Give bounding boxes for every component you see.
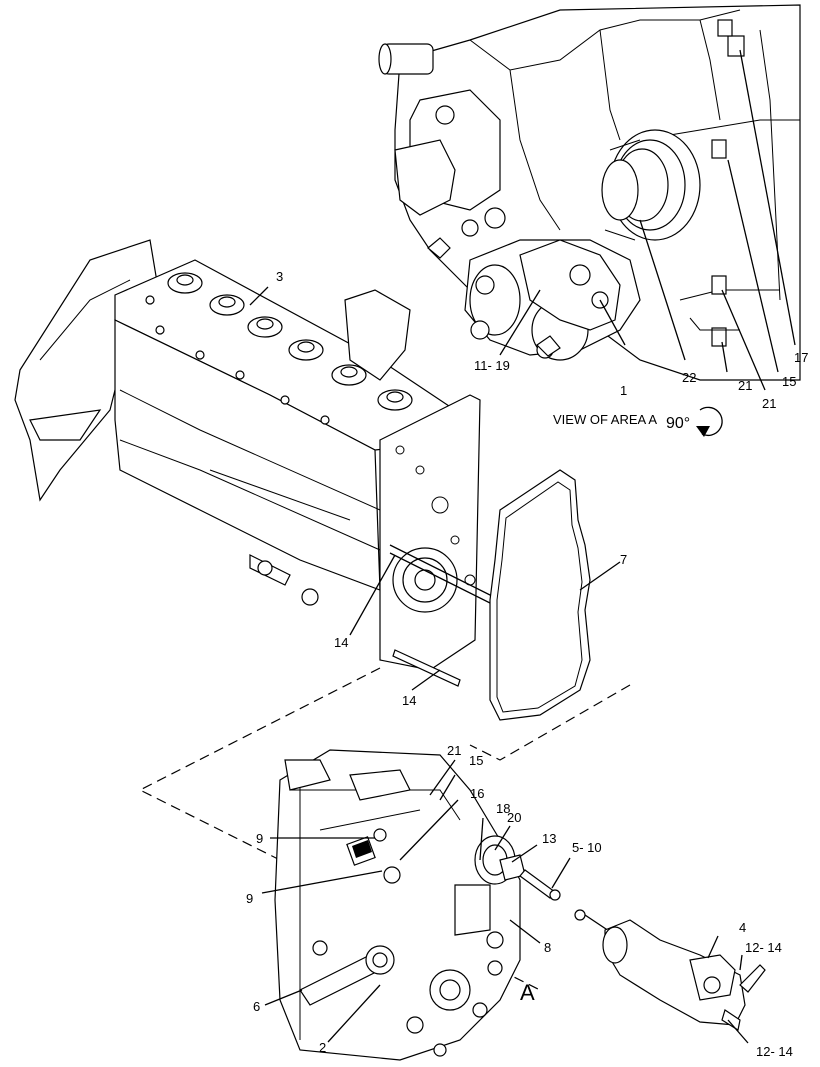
callout-1: 1 — [620, 383, 627, 398]
callout-14-b: 14 — [402, 693, 416, 708]
timing-gear-housing — [274, 749, 521, 1061]
callout-22: 22 — [682, 370, 696, 385]
leader-lines — [249, 286, 749, 1044]
gasket-part-7 — [489, 469, 591, 721]
callout-15-top: 15 — [782, 374, 796, 389]
callout-6: 6 — [253, 999, 260, 1014]
rotation-arrow-icon — [699, 406, 723, 437]
callout-3: 3 — [276, 269, 283, 284]
callout-20: 20 — [507, 810, 521, 825]
bolt-part-5-10 — [519, 869, 556, 899]
area-a-label: A — [520, 980, 535, 1005]
callout-9-a: 9 — [256, 831, 263, 846]
plunger-row — [167, 272, 413, 411]
callout-12-14-b: 12- 14 — [756, 1044, 793, 1059]
callout-2: 2 — [319, 1040, 326, 1055]
callout-9-b: 9 — [246, 891, 253, 906]
callout-13: 13 — [542, 831, 556, 846]
callout-21-b: 21 — [762, 396, 776, 411]
callout-4: 4 — [739, 920, 746, 935]
callout-14-a: 14 — [334, 635, 348, 650]
rotation-label: 90° — [666, 415, 690, 432]
rotation-arrowhead-icon — [696, 426, 710, 437]
callout-11-19: 11- 19 — [474, 358, 510, 373]
callout-21-a: 21 — [738, 378, 752, 393]
area-a-detail-view — [378, 4, 801, 391]
injection-pump-assembly — [14, 239, 511, 671]
callout-7: 7 — [620, 552, 627, 567]
view-caption: VIEW OF AREA A — [553, 412, 657, 427]
explosion-line-right — [469, 684, 631, 761]
callout-15-bottom: 15 — [469, 753, 483, 768]
callout-17: 17 — [794, 350, 808, 365]
callout-labels: 3 11- 19 1 22 21 21 15 17 7 14 14 21 15 … — [246, 269, 808, 1059]
callout-18: 18 — [496, 801, 510, 816]
callout-5-10: 5- 10 — [572, 840, 602, 855]
callout-12-14-a: 12- 14 — [745, 940, 782, 955]
callout-16: 16 — [470, 786, 484, 801]
callout-8: 8 — [544, 940, 551, 955]
dowel-pin-14 — [392, 649, 461, 687]
callout-21-c: 21 — [447, 743, 461, 758]
solenoid-assembly-part-4 — [574, 909, 766, 1031]
